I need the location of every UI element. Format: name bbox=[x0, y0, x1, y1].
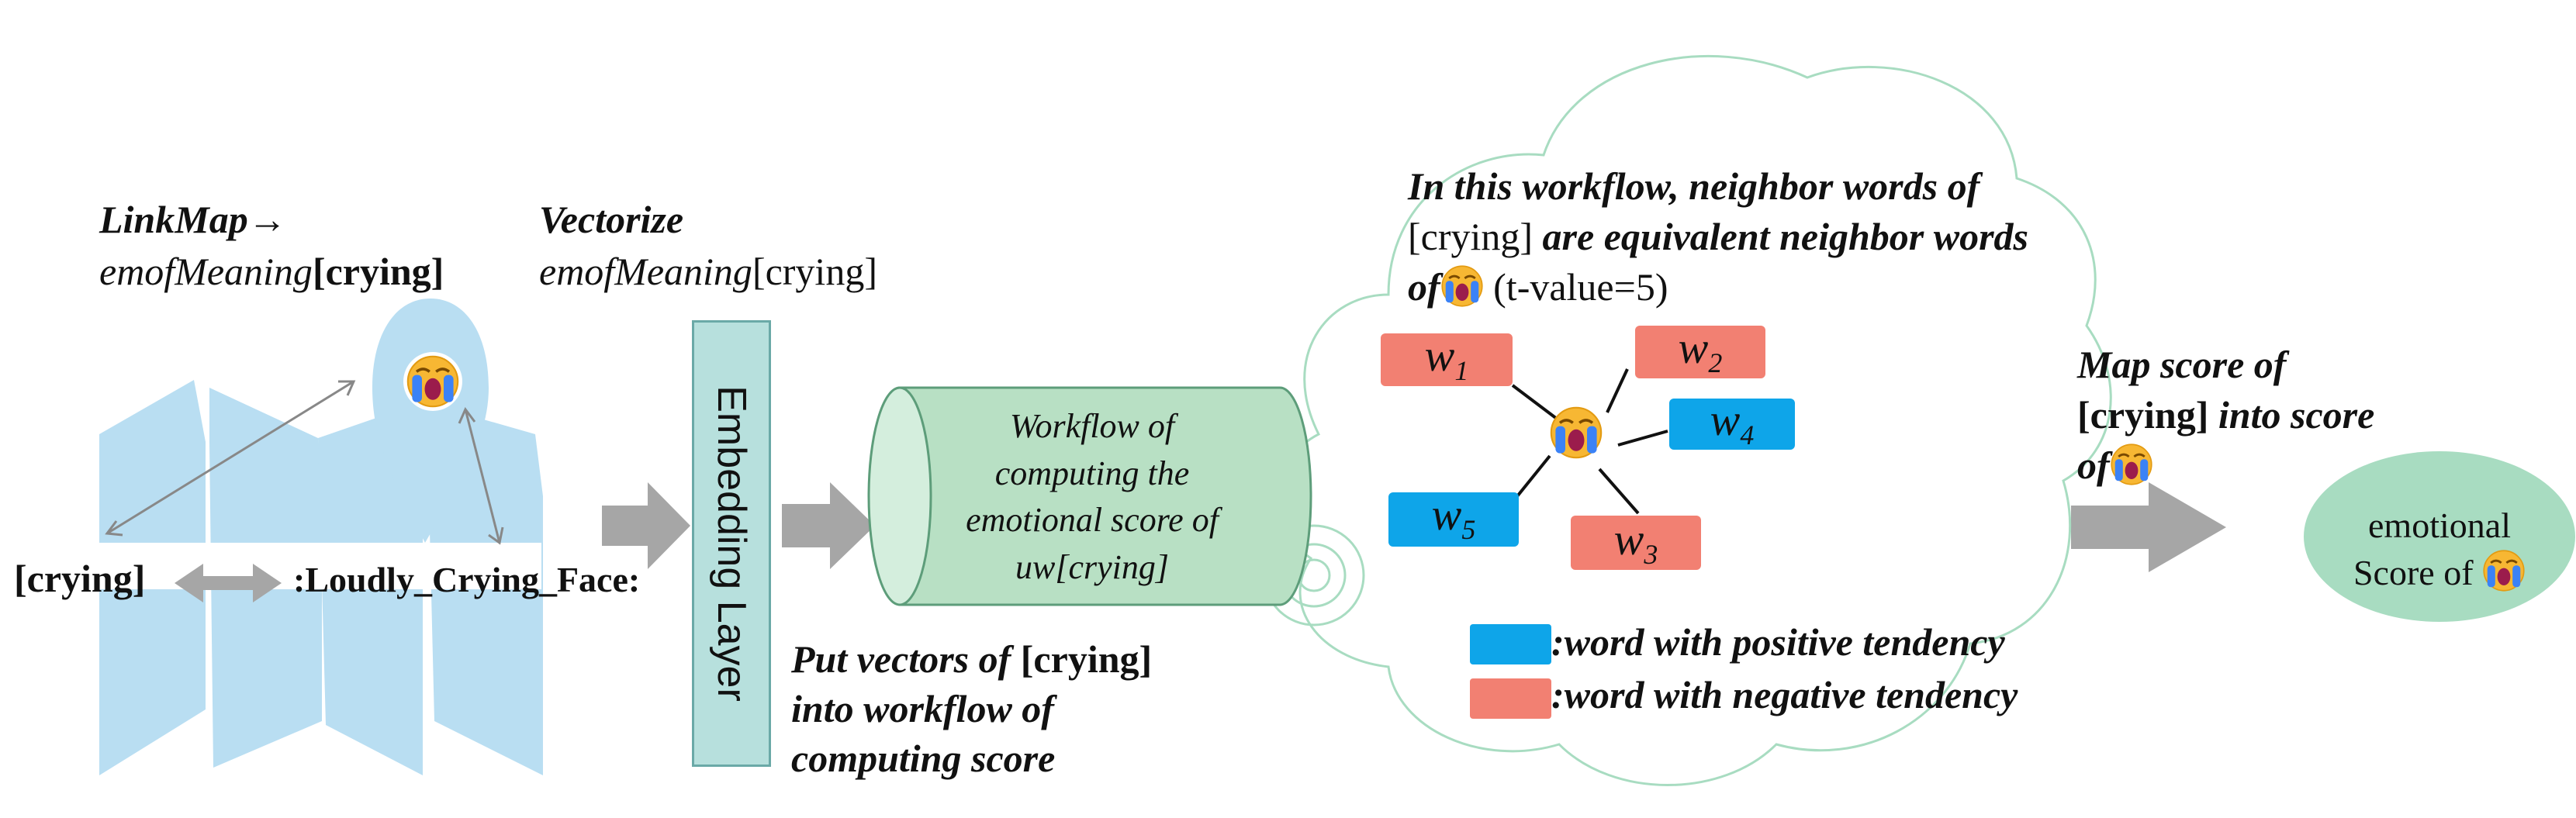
map-line-2-rest: into score bbox=[2208, 393, 2375, 437]
linkmap-mapping: emofMeaning[crying] bbox=[99, 250, 444, 295]
word-label-w4: w4 bbox=[1710, 395, 1755, 450]
cloud-caption: In this workflow, neighbor words of [cry… bbox=[1408, 161, 2028, 312]
word-box-w2 bbox=[1635, 326, 1765, 378]
linkmap-heading: LinkMap→ bbox=[99, 198, 287, 241]
equivalence-arrow bbox=[175, 564, 282, 602]
word-label-w2: w2 bbox=[1678, 323, 1723, 378]
map-link-arrows bbox=[105, 380, 504, 545]
cloud-line-1: In this workflow, neighbor words of bbox=[1408, 164, 1980, 208]
cloud-line-2-rest: are equivalent neighbor words bbox=[1533, 215, 2028, 258]
center-emoji-icon bbox=[1550, 406, 1603, 459]
legend-positive-label: :word with positive tendency bbox=[1551, 620, 2005, 664]
workflow-line-3: emotional score of bbox=[966, 501, 1219, 540]
word-box-w4 bbox=[1669, 399, 1795, 450]
cloud-line-3-prefix: of bbox=[1408, 265, 1440, 309]
pin-emoji-icon bbox=[406, 355, 459, 408]
vectorize-heading: Vectorize bbox=[539, 198, 684, 241]
legend-positive-swatch bbox=[1470, 624, 1551, 664]
word-box-w5 bbox=[1388, 492, 1519, 547]
cloud-bracket: [crying] bbox=[1408, 215, 1533, 258]
map-line-1: Map score of bbox=[2077, 343, 2287, 386]
cloud-emoji-icon bbox=[1440, 264, 1483, 308]
linkmap-bracket: [crying] bbox=[312, 250, 444, 293]
workflow-cylinder bbox=[867, 386, 1312, 606]
put-vectors-prefix: Put vectors of bbox=[791, 637, 1021, 681]
workflow-line-2: computing the bbox=[994, 454, 1190, 492]
word-box-w1 bbox=[1381, 333, 1513, 386]
score-ellipse-text: emotional Score of bbox=[2319, 502, 2560, 596]
put-vectors-caption: Put vectors of [crying] into workflow of… bbox=[791, 634, 1152, 783]
loudly-crying-face-label: :Loudly_Crying_Face: bbox=[293, 560, 641, 599]
embedding-layer-box: Embedding Layer bbox=[692, 320, 771, 767]
vectorize-prefix: emofMeaning bbox=[539, 250, 752, 293]
word-label-w5: w5 bbox=[1431, 489, 1476, 545]
workflow-line-4: uw[crying] bbox=[1015, 548, 1169, 587]
word-label-w1: w1 bbox=[1424, 330, 1469, 386]
workflow-line-1: Workflow of bbox=[1009, 407, 1175, 445]
arrow-to-workflow bbox=[782, 482, 875, 569]
arrow-to-embedding bbox=[602, 482, 690, 569]
map-emoji-icon bbox=[2110, 443, 2152, 486]
t-value-label: (t-value=5) bbox=[1493, 265, 1668, 309]
word-label-w3: w3 bbox=[1613, 514, 1658, 570]
put-vectors-bracket: [crying] bbox=[1020, 637, 1153, 681]
vectorize-bracket: [crying] bbox=[752, 250, 877, 293]
map-bracket: [crying] bbox=[2077, 393, 2209, 437]
ellipse-emoji-icon bbox=[2482, 549, 2526, 592]
ellipse-line-2: Score of bbox=[2353, 552, 2474, 592]
put-vectors-line-2: into workflow of bbox=[791, 687, 1054, 730]
embedding-layer-label: Embedding Layer bbox=[709, 385, 754, 702]
linkmap-prefix: emofMeaning bbox=[99, 250, 313, 293]
word-box-w3 bbox=[1571, 516, 1701, 570]
folded-map-icon bbox=[99, 380, 543, 775]
map-score-caption: Map score of [crying] into score of bbox=[2077, 340, 2374, 491]
workflow-text: Workflow of computing the emotional scor… bbox=[921, 403, 1263, 592]
map-line-3-prefix: of bbox=[2077, 444, 2110, 487]
ellipse-line-1: emotional bbox=[2368, 506, 2511, 545]
legend-negative-swatch bbox=[1470, 678, 1551, 719]
put-vectors-line-3: computing score bbox=[791, 737, 1056, 780]
vectorize-mapping: emofMeaning[crying] bbox=[539, 250, 877, 295]
arrow-to-score bbox=[2071, 482, 2226, 572]
legend-negative-label: :word with negative tendency bbox=[1551, 673, 2018, 716]
crying-label: [crying] bbox=[14, 557, 146, 600]
